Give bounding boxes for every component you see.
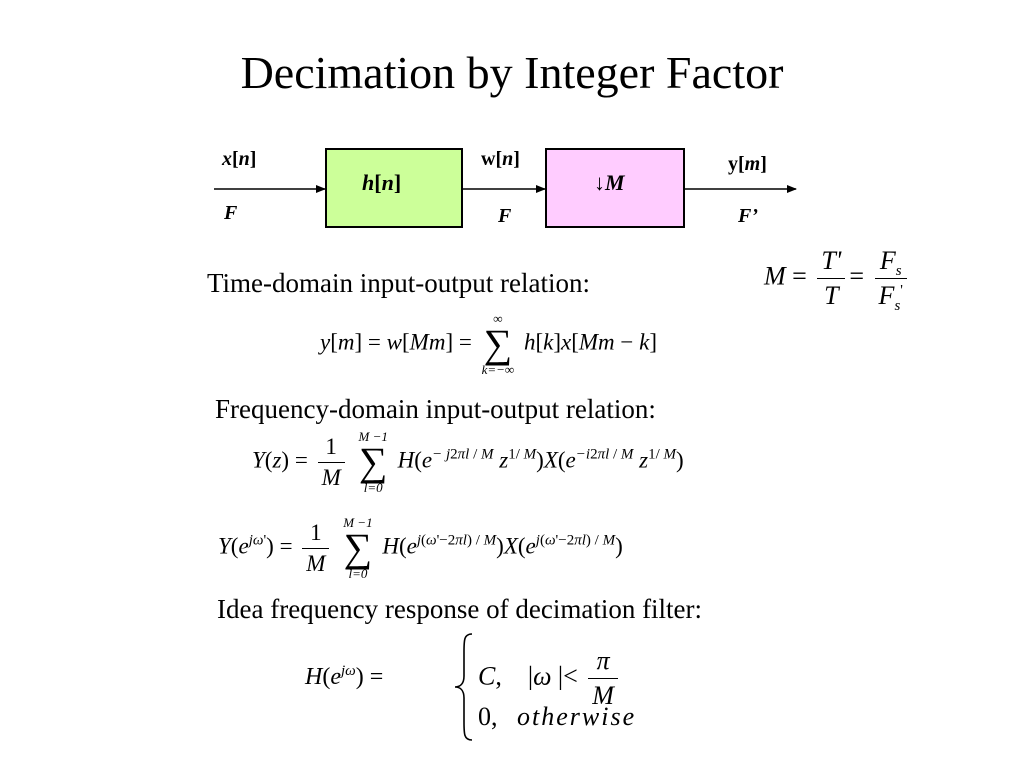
output-rate-label: F’ bbox=[738, 205, 758, 227]
slide-title: Decimation by Integer Factor bbox=[240, 47, 784, 98]
time-relation-equation: y[m] = w[Mm] = ∞∑k=−∞ h[k]x[Mm − k] bbox=[320, 311, 658, 377]
frequency-domain-heading: Frequency-domain input-output relation: bbox=[215, 394, 656, 424]
input-signal-label: x[n] bbox=[222, 148, 257, 170]
filter-label: h[n] bbox=[362, 170, 402, 195]
intermediate-rate-label: F bbox=[498, 205, 512, 227]
output-signal-label: y[m] bbox=[728, 153, 767, 175]
ideal-filter-heading: Idea frequency response of decimation fi… bbox=[217, 594, 703, 624]
ideal-filter-lhs: H(ejω) = bbox=[305, 663, 384, 691]
downsampler-block bbox=[545, 148, 685, 228]
intermediate-signal-label: w[n] bbox=[481, 148, 520, 170]
time-domain-heading: Time-domain input-output relation: bbox=[207, 268, 590, 298]
block-diagram bbox=[214, 148, 797, 228]
piecewise-brace bbox=[454, 633, 473, 741]
input-rate-label: F bbox=[224, 202, 238, 224]
downsampler-label: ↓M bbox=[594, 170, 625, 195]
ideal-filter-case-stopband: 0, otherwise bbox=[478, 702, 637, 731]
filter-block bbox=[325, 148, 463, 228]
